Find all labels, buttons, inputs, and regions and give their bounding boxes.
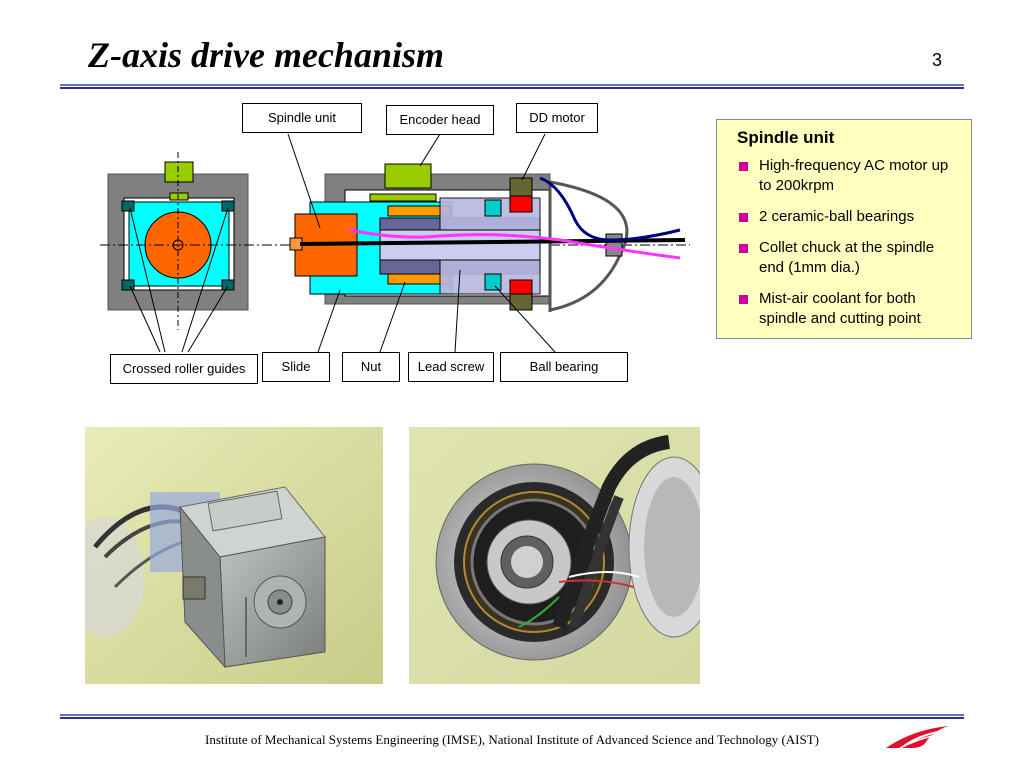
z-axis-diagram: Spindle unit Encoder head DD motor Cross… xyxy=(0,90,700,390)
aist-logo-icon xyxy=(886,726,948,749)
header-rule xyxy=(60,84,964,89)
info-list: High-frequency AC motor up to 200krpm 2 … xyxy=(737,156,961,329)
spindle-unit-photo xyxy=(85,427,383,684)
spindle-info-box: Spindle unit High-frequency AC motor up … xyxy=(716,119,972,339)
callout-lead-screw: Lead screw xyxy=(408,352,494,382)
callout-nut: Nut xyxy=(342,352,400,382)
page-number: 3 xyxy=(932,50,943,70)
end-view xyxy=(107,152,249,330)
square-bullet-icon xyxy=(739,295,748,304)
info-item: Mist-air coolant for both spindle and cu… xyxy=(737,289,961,329)
mechanism-drawing xyxy=(100,133,690,353)
callout-crossed-roller-guides: Crossed roller guides xyxy=(110,354,258,384)
slide-title: Z-axis drive mechanism xyxy=(88,35,444,75)
square-bullet-icon xyxy=(739,244,748,253)
leader-lines xyxy=(129,133,556,353)
side-view xyxy=(289,163,686,312)
callout-dd-motor: DD motor xyxy=(516,103,598,133)
info-item: High-frequency AC motor up to 200krpm xyxy=(737,156,961,196)
square-bullet-icon xyxy=(739,213,748,222)
footer-rule xyxy=(60,714,964,719)
callout-encoder-head: Encoder head xyxy=(386,105,494,135)
square-bullet-icon xyxy=(739,162,748,171)
dd-motor-photo xyxy=(409,427,700,684)
info-item: 2 ceramic-ball bearings xyxy=(737,207,961,227)
footer-text: Institute of Mechanical Systems Engineer… xyxy=(204,732,820,747)
callout-slide: Slide xyxy=(262,352,330,382)
callout-ball-bearing: Ball bearing xyxy=(500,352,628,382)
info-item: Collet chuck at the spindle end (1mm dia… xyxy=(737,238,961,278)
callout-spindle-unit: Spindle unit xyxy=(242,103,362,133)
info-heading: Spindle unit xyxy=(737,128,835,147)
